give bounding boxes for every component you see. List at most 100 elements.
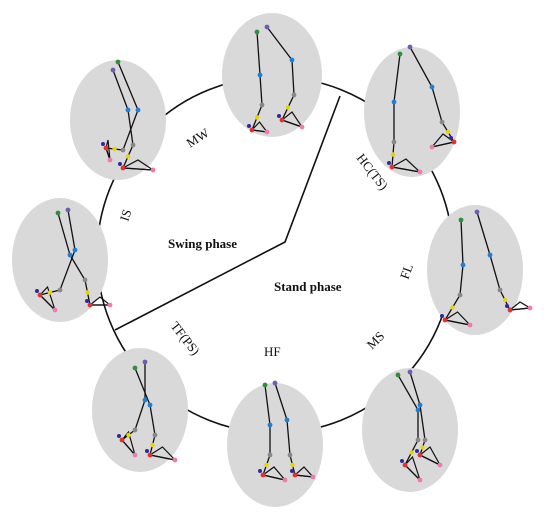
pose-joint [67, 252, 73, 258]
pose-ankle-joint [112, 146, 117, 152]
pose-ellipse [222, 13, 322, 137]
pose-joint [497, 287, 503, 293]
pose-heel-joint [505, 304, 509, 308]
pose-joint [417, 452, 423, 458]
pose-foot [418, 446, 442, 467]
pose-joint [284, 417, 290, 423]
pose-joint [407, 44, 413, 50]
pose-joint [119, 437, 125, 443]
pose-joint [395, 372, 401, 378]
pose-hf [227, 380, 323, 507]
pose-heel-joint [440, 314, 444, 318]
pose-heel-joint [415, 449, 419, 453]
pose-foot [250, 121, 269, 133]
pose-joint [451, 139, 457, 145]
pose-joint [458, 217, 464, 223]
pose-ankle-joint [390, 152, 396, 157]
pose-joint [115, 59, 121, 65]
pose-joint [289, 57, 295, 63]
pose-heel-joint [258, 469, 262, 473]
stage-label-mw: MW [183, 125, 212, 151]
pose-joint [460, 262, 466, 268]
pose-heel-joint [290, 469, 294, 473]
pose-foot [105, 139, 111, 161]
pose-is [12, 198, 113, 322]
pose-foot [261, 466, 287, 481]
pose-joint [507, 307, 513, 313]
pose-ellipse [70, 60, 166, 180]
pose-joint [107, 157, 113, 163]
pose-joint [397, 51, 403, 57]
pose-ms [362, 368, 458, 492]
swing-phase-label: Swing phase [168, 236, 237, 251]
pose-joint [150, 167, 156, 173]
pose-heel-joint [449, 136, 453, 140]
pose-joint [287, 452, 293, 458]
pose-ankle-joint [125, 154, 131, 159]
pose-joint [402, 462, 408, 468]
pose-joint [264, 24, 270, 30]
pose-ankle-joint [126, 432, 131, 438]
pose-ellipse [92, 348, 188, 472]
pose-joint [437, 462, 443, 468]
pose-mw [222, 13, 322, 137]
pose-ankle-joint [420, 445, 425, 450]
pose-joint [152, 432, 158, 438]
pose-ankle-joint [85, 290, 90, 295]
pose-hc [364, 44, 460, 177]
pose-heel-joint [387, 161, 391, 165]
pose-joint [147, 402, 153, 408]
pose-joint [72, 247, 78, 253]
pose-ellipse [362, 368, 458, 492]
pose-joint [254, 29, 260, 35]
pose-joint [429, 144, 435, 150]
pose-joint [415, 437, 421, 443]
pose-ankle-joint [445, 129, 451, 135]
pose-ellipse [364, 47, 460, 177]
pose-joint [52, 307, 58, 313]
pose-joint [37, 292, 43, 298]
pose-joint [417, 477, 423, 483]
pose-joint [487, 252, 493, 258]
pose-heel-joint [35, 289, 39, 293]
pose-joint [249, 127, 255, 133]
pose-joint [407, 369, 413, 375]
pose-ellipse [12, 198, 108, 322]
pose-joint [120, 147, 126, 153]
pose-joint [107, 302, 113, 308]
pose-heel-joint [277, 114, 281, 118]
pose-joint [262, 382, 268, 388]
stage-label-is: IS [117, 207, 135, 223]
pose-joint [87, 302, 93, 308]
pose-joint [417, 402, 423, 408]
pose-joint [439, 119, 445, 125]
pose-joint [103, 145, 109, 151]
pose-ankle-joint [150, 442, 155, 448]
pose-joint [291, 92, 297, 98]
pose-ankle-joint [450, 305, 455, 310]
pose-joint [292, 472, 298, 478]
pose-joint [391, 99, 397, 105]
pose-foot [88, 296, 112, 306]
pose-sw [70, 59, 166, 180]
pose-joint [279, 117, 285, 123]
pose-joint [422, 437, 428, 443]
stage-label-ms: MS [364, 328, 388, 352]
pose-tf [92, 348, 188, 472]
pose-foot [148, 446, 177, 461]
pose-ellipse [427, 205, 523, 335]
pose-joint [467, 322, 473, 328]
pose-joint [142, 359, 148, 365]
pose-fl [427, 205, 533, 335]
stage-label-fl: FL [397, 262, 416, 281]
pose-heel-joint [101, 142, 105, 146]
pose-joint [417, 169, 423, 175]
pose-joint [272, 380, 278, 386]
stand-phase-label: Stand phase [274, 279, 342, 294]
pose-ankle-joint [409, 450, 414, 455]
pose-joint [257, 72, 263, 78]
pose-foot [404, 455, 421, 481]
pose-heel-joint [118, 162, 122, 166]
pose-foot [508, 301, 532, 311]
